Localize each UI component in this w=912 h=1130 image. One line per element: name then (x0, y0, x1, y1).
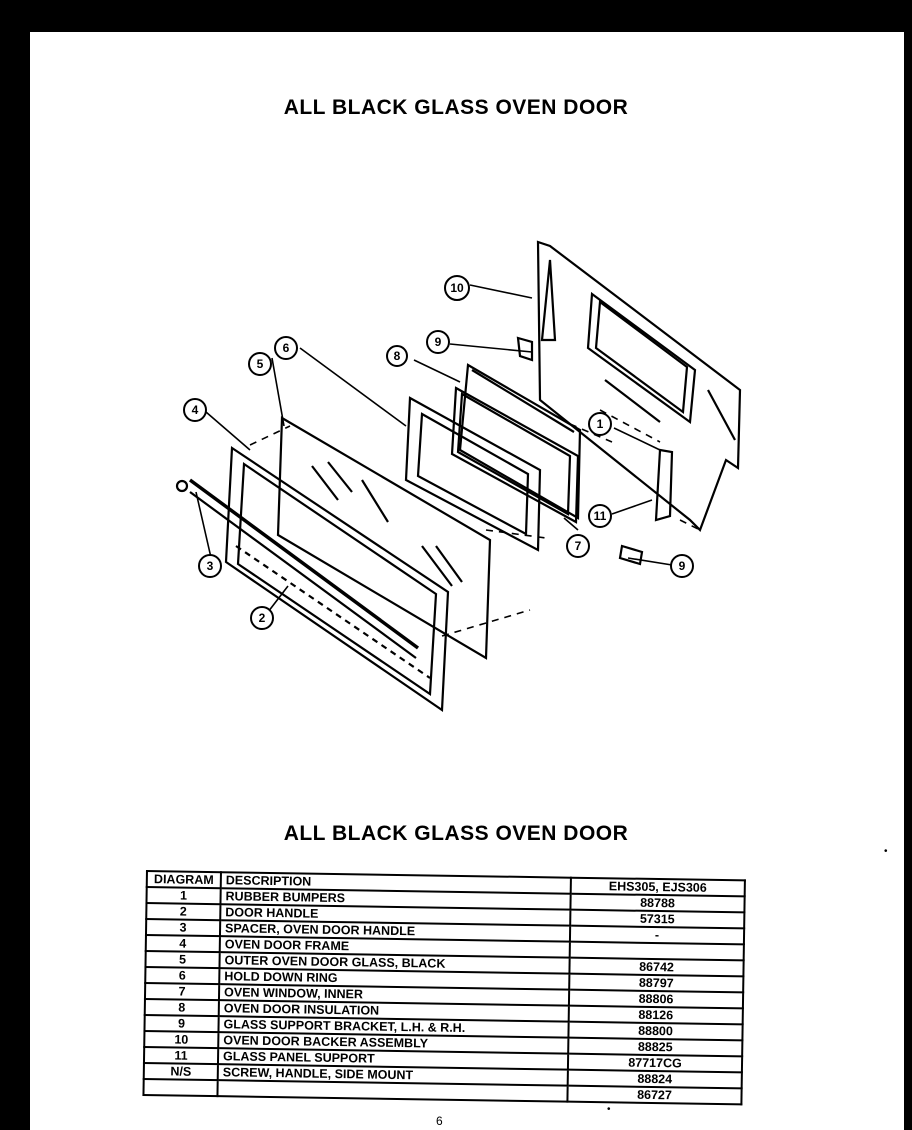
cell-diagram: 6 (145, 967, 220, 985)
glass-support-bracket-lower (618, 544, 644, 566)
callout-9-upper: 9 (426, 330, 450, 354)
oven-door-backer-assembly (536, 240, 742, 532)
rubber-bumpers (654, 448, 674, 522)
cell-diagram: 9 (144, 1014, 219, 1033)
svg-text:3: 3 (207, 559, 214, 573)
glass-support-bracket-upper (516, 336, 534, 362)
cell-part-number: 86727 (567, 1085, 742, 1105)
svg-text:4: 4 (192, 403, 199, 417)
scan-mark: -1 (10, 690, 19, 701)
svg-text:11: 11 (594, 509, 607, 523)
svg-text:7: 7 (575, 539, 582, 553)
diagram-title: ALL BLACK GLASS OVEN DOOR (283, 96, 629, 119)
callout-10: 10 (444, 275, 470, 301)
callout-7: 7 (566, 534, 590, 558)
oven-door-frame (224, 446, 450, 713)
spacer-oven-door-handle (175, 479, 189, 493)
cell-diagram: 11 (143, 1046, 219, 1065)
cell-diagram: 2 (146, 903, 221, 921)
svg-text:10: 10 (450, 281, 464, 295)
header-diagram: DIAGRAM (146, 871, 221, 889)
svg-text:5: 5 (257, 357, 264, 371)
callout-4: 4 (183, 398, 207, 422)
page-number: 6 (436, 1114, 443, 1128)
svg-text:9: 9 (435, 335, 442, 349)
cell-diagram: 1 (146, 887, 221, 905)
svg-text:1: 1 (597, 417, 604, 431)
exploded-parts-diagram: 10 9 8 6 5 4 1 11 7 9 3 2 (175, 240, 742, 713)
table-title: ALL BLACK GLASS OVEN DOOR (283, 822, 629, 845)
callout-6: 6 (274, 336, 298, 360)
cell-diagram: 7 (144, 983, 220, 1001)
svg-text:8: 8 (394, 349, 401, 363)
outer-oven-door-glass (276, 416, 492, 660)
svg-text:6: 6 (283, 341, 290, 355)
callout-9-lower: 9 (670, 554, 694, 578)
door-handle (188, 478, 420, 650)
callout-1: 1 (588, 412, 612, 436)
callout-3: 3 (198, 554, 222, 578)
cell-diagram: 5 (145, 951, 220, 969)
cell-diagram: 4 (145, 935, 220, 953)
hold-down-ring (404, 396, 542, 552)
svg-text:9: 9 (679, 559, 686, 573)
cell-diagram: 3 (145, 919, 221, 937)
scan-mark: • (607, 1104, 611, 1115)
callout-5: 5 (248, 352, 272, 376)
callout-8: 8 (386, 345, 408, 367)
cell-diagram: 10 (144, 1030, 219, 1049)
callout-2: 2 (250, 606, 274, 630)
svg-text:2: 2 (259, 611, 266, 625)
document-page (30, 32, 904, 1130)
cell-diagram: 8 (144, 998, 219, 1017)
scan-mark: • (884, 846, 888, 857)
callout-11: 11 (588, 504, 612, 528)
door-handle-bottom (189, 491, 417, 659)
oven-door-insulation (458, 363, 582, 520)
cell-diagram: N/S (143, 1062, 218, 1081)
cell-diagram (143, 1078, 218, 1097)
